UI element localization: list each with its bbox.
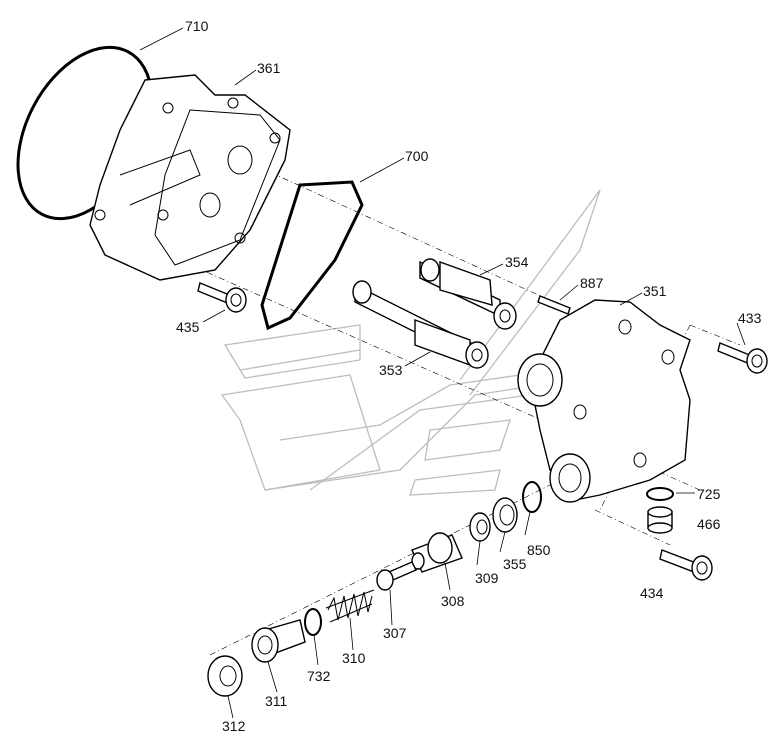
label-354: 354 <box>505 254 529 270</box>
bolt-435 <box>197 282 247 313</box>
filter-355 <box>492 497 518 533</box>
snap-ring-850 <box>522 481 542 513</box>
pump-body-351 <box>517 299 691 503</box>
gear-shaft-354 <box>419 258 517 330</box>
plug-466 <box>647 506 673 534</box>
label-732: 732 <box>307 668 331 684</box>
label-353: 353 <box>379 362 403 378</box>
leader-lines <box>139 27 746 719</box>
label-355: 355 <box>503 556 527 572</box>
bolt-434 <box>659 549 713 581</box>
label-887: 887 <box>580 275 604 291</box>
valve-307 <box>376 561 417 591</box>
plug-311 <box>251 619 306 663</box>
pin-887 <box>537 295 571 315</box>
washer-312 <box>207 655 243 697</box>
label-434: 434 <box>640 585 664 601</box>
label-700: 700 <box>405 148 429 164</box>
label-310: 310 <box>342 650 366 666</box>
watermark-logo <box>220 189 601 496</box>
label-725: 725 <box>697 486 721 502</box>
label-435: 435 <box>176 319 200 335</box>
washer-309 <box>469 512 491 542</box>
label-710: 710 <box>185 18 209 34</box>
label-307: 307 <box>383 625 407 641</box>
gear-shaft-353 <box>352 280 489 369</box>
label-361: 361 <box>257 60 281 76</box>
label-311: 311 <box>265 693 288 709</box>
label-351: 351 <box>643 283 667 299</box>
bolt-433 <box>717 342 768 374</box>
oring-732 <box>304 608 322 636</box>
cover-housing-361 <box>89 74 291 281</box>
part-labels: 710 361 700 354 887 351 433 435 353 725 … <box>176 18 762 734</box>
label-850: 850 <box>527 542 551 558</box>
valve-seat-308 <box>411 532 463 573</box>
label-466: 466 <box>697 516 721 532</box>
label-433: 433 <box>738 310 762 326</box>
label-309: 309 <box>475 570 499 586</box>
label-312: 312 <box>222 718 246 734</box>
oring-725 <box>646 487 674 501</box>
seal-700 <box>260 180 364 331</box>
spring-310 <box>325 589 375 623</box>
label-308: 308 <box>441 593 465 609</box>
